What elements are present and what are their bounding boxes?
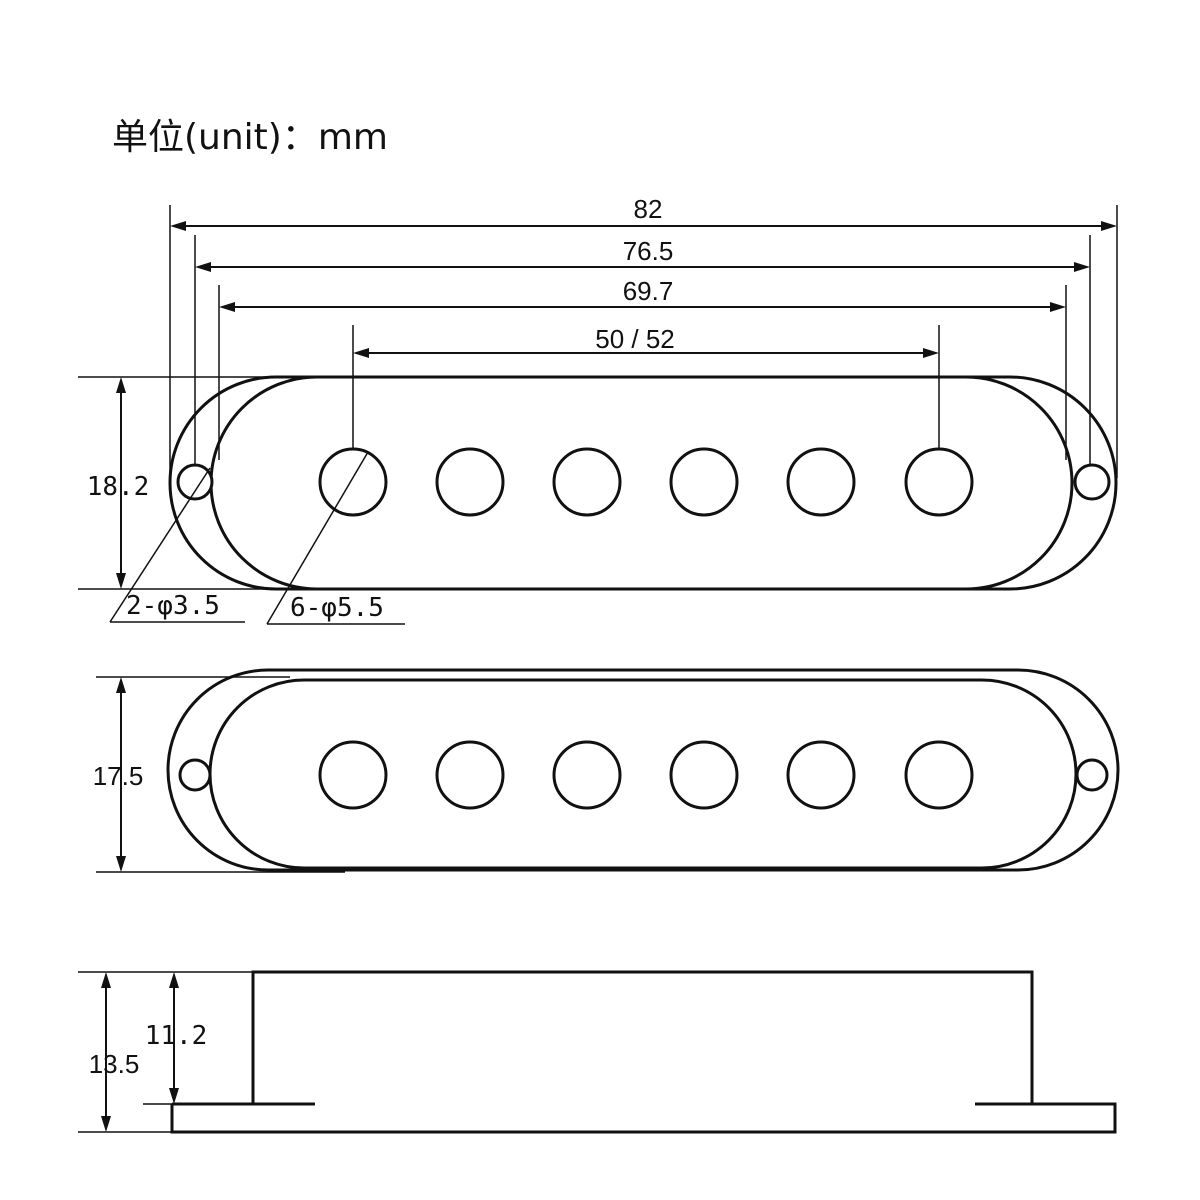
overall-length-label: 82 bbox=[634, 194, 663, 224]
width-label: 18.2 bbox=[87, 472, 150, 502]
side-view: 13.5 11.2 bbox=[78, 970, 1117, 1134]
pole-hole bbox=[552, 740, 622, 810]
pole-hole-leader bbox=[266, 451, 369, 625]
pole-hole-callout: 6-φ5.5 bbox=[290, 593, 384, 623]
pole-hole bbox=[786, 740, 856, 810]
arrow-head bbox=[169, 972, 179, 988]
pole-hole bbox=[669, 740, 739, 810]
pole-hole bbox=[318, 447, 388, 517]
cover-body-side-outline bbox=[251, 970, 1034, 1104]
unit-label: 单位(unit)：mm bbox=[112, 117, 388, 158]
arrow-head bbox=[101, 1116, 111, 1132]
arrow-head bbox=[1050, 302, 1066, 312]
pole-hole bbox=[435, 447, 505, 517]
pole-hole bbox=[318, 740, 388, 810]
arrow-head bbox=[1101, 221, 1117, 231]
pole-hole bbox=[904, 740, 974, 810]
pole-hole bbox=[435, 740, 505, 810]
body-length-label: 69.7 bbox=[623, 276, 674, 306]
arrow-head bbox=[116, 377, 126, 393]
mounting-hole-left bbox=[178, 758, 212, 792]
pole-hole bbox=[552, 447, 622, 517]
arrow-head bbox=[353, 348, 369, 358]
pole-spacing-label: 50 / 52 bbox=[595, 324, 675, 354]
pole-hole bbox=[669, 447, 739, 517]
arrow-head bbox=[116, 573, 126, 589]
arrow-head bbox=[101, 972, 111, 988]
arrow-head bbox=[116, 677, 126, 693]
mount-hole-spacing-label: 76.5 bbox=[623, 236, 674, 266]
base-plate-outline bbox=[170, 1102, 1117, 1134]
middle-view: 17.5 bbox=[93, 668, 1120, 873]
arrow-head bbox=[923, 348, 939, 358]
pole-hole bbox=[904, 447, 974, 517]
arrow-head bbox=[169, 1088, 179, 1104]
pole-hole bbox=[786, 447, 856, 517]
width-label: 17.5 bbox=[93, 761, 144, 791]
mounting-flange-outline bbox=[168, 375, 1118, 591]
arrow-head bbox=[219, 302, 235, 312]
arrow-head bbox=[195, 262, 211, 272]
mounting-flange-outline bbox=[166, 668, 1120, 872]
mounting-hole-right bbox=[1073, 463, 1111, 501]
arrow-head bbox=[170, 221, 186, 231]
body-height-label: 11.2 bbox=[145, 1021, 208, 1051]
mounting-hole-left bbox=[176, 463, 214, 501]
arrow-head bbox=[116, 856, 126, 872]
cover-body-outline bbox=[209, 375, 1074, 591]
arrow-head bbox=[1074, 262, 1090, 272]
top-view: 82 76.5 69.7 50 / 52 18.2 bbox=[78, 194, 1118, 625]
total-height-label: 13.5 bbox=[89, 1049, 140, 1079]
cover-body-outline bbox=[208, 678, 1078, 870]
mount-hole-leader bbox=[109, 467, 211, 623]
mount-hole-callout: 2-φ3.5 bbox=[126, 591, 220, 621]
mounting-hole-right bbox=[1075, 758, 1109, 792]
